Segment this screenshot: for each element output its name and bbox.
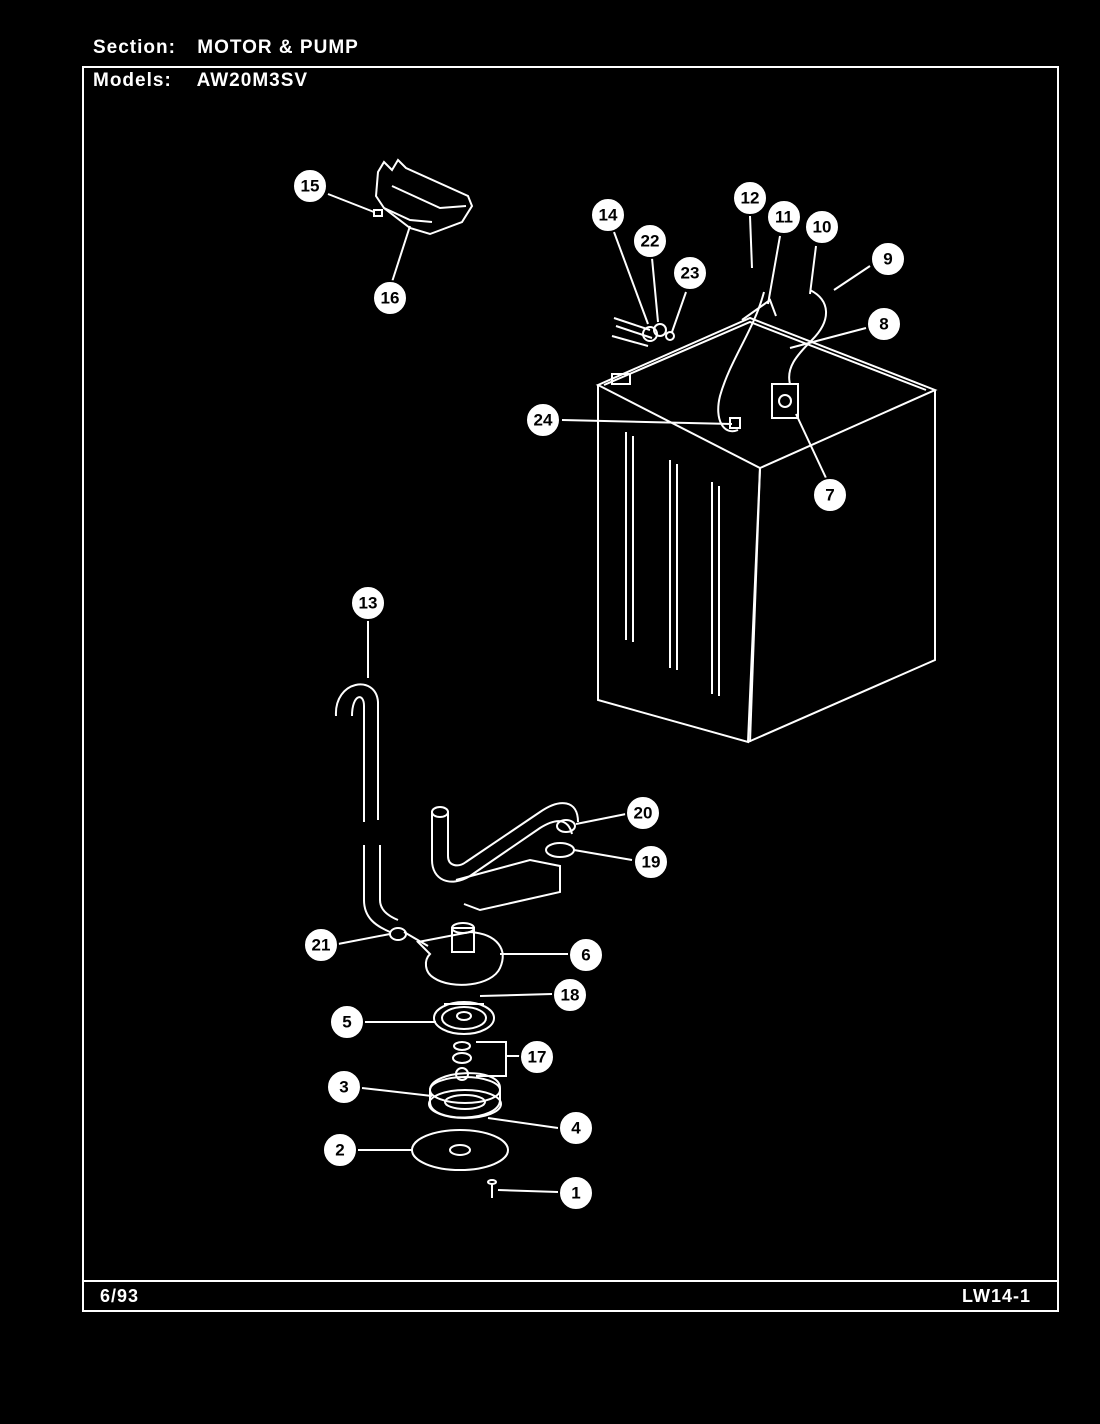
svg-text:3: 3: [339, 1078, 348, 1097]
models-line: Models: AW20M3SV: [93, 70, 308, 92]
svg-text:6: 6: [581, 946, 590, 965]
svg-text:2: 2: [335, 1141, 344, 1160]
models-label: Models:: [93, 70, 172, 91]
callout-18: 18: [552, 977, 588, 1013]
callout-22: 22: [632, 223, 668, 259]
svg-text:16: 16: [381, 289, 400, 308]
pump-cover: [428, 1067, 502, 1119]
callout-13: 13: [350, 585, 386, 621]
callout-24: 24: [525, 402, 561, 438]
bracket-assembly: [373, 158, 474, 236]
callout-17: 17: [519, 1039, 555, 1075]
callout-10: 10: [804, 209, 840, 245]
page-code: LW14-1: [962, 1286, 1032, 1306]
callout-4: 4: [558, 1110, 594, 1146]
svg-text:18: 18: [561, 986, 580, 1005]
footer-divider: [84, 1280, 1057, 1282]
callout-16: 16: [372, 280, 408, 316]
svg-text:12: 12: [741, 189, 760, 208]
model-number: AW20M3SV: [196, 70, 309, 91]
section-label: Section:: [93, 37, 176, 58]
svg-text:14: 14: [599, 206, 618, 225]
callout-19: 19: [633, 844, 669, 880]
svg-text:24: 24: [534, 411, 553, 430]
callout-9: 9: [870, 241, 906, 277]
svg-text:7: 7: [825, 486, 834, 505]
callout-6: 6: [568, 937, 604, 973]
revision-date: 6/93: [100, 1286, 140, 1306]
svg-text:19: 19: [642, 853, 661, 872]
callout-21: 21: [303, 927, 339, 963]
callout-2: 2: [322, 1132, 358, 1168]
impeller: [433, 1001, 495, 1035]
callout-23: 23: [672, 255, 708, 291]
svg-text:4: 4: [571, 1119, 581, 1138]
callout-15: 15: [292, 168, 328, 204]
svg-text:22: 22: [641, 232, 660, 251]
svg-text:5: 5: [342, 1013, 351, 1032]
callout-3: 3: [326, 1069, 362, 1105]
seal-parts: [452, 1041, 472, 1064]
callout-11: 11: [766, 199, 802, 235]
svg-text:20: 20: [634, 804, 653, 823]
callout-7: 7: [812, 477, 848, 513]
screw: [487, 1179, 497, 1198]
pump-housing: [389, 922, 504, 986]
callout-1: 1: [558, 1175, 594, 1211]
svg-text:15: 15: [301, 177, 320, 196]
svg-text:8: 8: [879, 315, 888, 334]
svg-text:10: 10: [813, 218, 832, 237]
washer-cabinet: [595, 289, 938, 744]
svg-text:1: 1: [571, 1184, 580, 1203]
section-line: Section: MOTOR & PUMP: [93, 37, 359, 59]
inlet-hose-fittings: [611, 317, 675, 347]
svg-text:13: 13: [359, 594, 378, 613]
pump-hose: [431, 802, 579, 912]
callout-14: 14: [590, 197, 626, 233]
callout-5: 5: [329, 1004, 365, 1040]
callout-12: 12: [732, 180, 768, 216]
diagram-frame: [82, 66, 1059, 1312]
svg-text:21: 21: [312, 936, 331, 955]
mounting-plate: [411, 1129, 509, 1171]
section-title: MOTOR & PUMP: [197, 37, 359, 58]
drain-hose: [334, 683, 399, 933]
svg-text:9: 9: [883, 250, 892, 269]
svg-text:17: 17: [528, 1048, 547, 1067]
svg-text:11: 11: [775, 208, 793, 227]
hose-clamp: [545, 842, 575, 858]
leader-lines: [327, 193, 871, 1193]
callout-20: 20: [625, 795, 661, 831]
svg-text:23: 23: [681, 264, 700, 283]
callout-8: 8: [866, 306, 902, 342]
